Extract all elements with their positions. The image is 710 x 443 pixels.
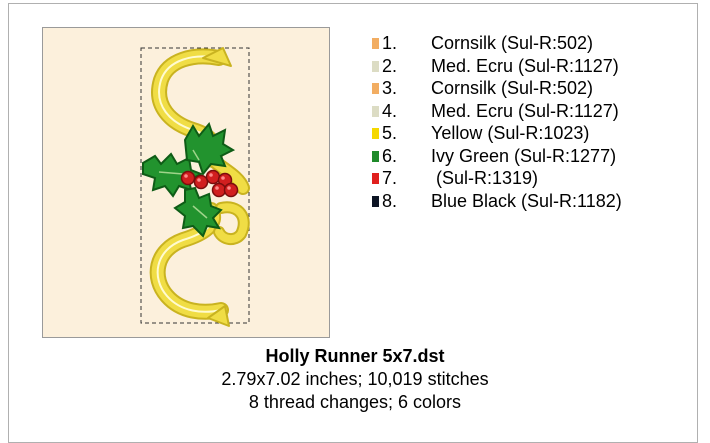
thread-swatch: [372, 105, 379, 117]
thread-swatch: [372, 150, 379, 162]
holly-leaf-bottom: [173, 186, 223, 238]
thread-label: Cornsilk (Sul-R:502): [431, 33, 594, 53]
thread-label: Ivy Green (Sul-R:1277): [431, 145, 617, 166]
design-preview: [42, 27, 330, 338]
thread-label: Yellow (Sul-R:1023): [431, 123, 590, 143]
thread-swatch: [372, 173, 379, 184]
thread-swatch: [372, 195, 379, 207]
thread-label: Cornsilk (Sul-R:502): [431, 78, 594, 98]
thread-swatch: [372, 83, 379, 94]
thread-swatch: [372, 38, 379, 49]
thread-number: 4.: [382, 100, 398, 121]
thread-number: 6.: [382, 145, 398, 166]
thread-label: Med. Ecru (Sul-R:1127): [431, 100, 619, 121]
thread-swatch: [372, 60, 379, 72]
thread-number: 8.: [382, 190, 398, 211]
holly-leaves: [142, 121, 236, 238]
thread-label: Med. Ecru (Sul-R:1127): [431, 55, 619, 76]
design-changes-colors: 8 thread changes; 6 colors: [248, 392, 462, 412]
design-size-stitches: 2.79x7.02 inches; 10,019 stitches: [221, 369, 489, 389]
thread-number: 1.: [382, 33, 398, 53]
thread-swatch: [372, 128, 379, 139]
thread-label: (Sul-R:1319): [431, 168, 539, 188]
thread-number: 5.: [382, 123, 398, 143]
thread-label: Blue Black (Sul-R:1182): [431, 190, 622, 211]
design-filename: Holly Runner 5x7.dst: [265, 346, 445, 366]
thread-number: 7.: [382, 168, 398, 188]
holly-leaf-top: [183, 121, 236, 177]
thread-number: 3.: [382, 78, 398, 98]
thread-number: 2.: [382, 55, 398, 76]
embroidery-artwork: [140, 47, 250, 327]
